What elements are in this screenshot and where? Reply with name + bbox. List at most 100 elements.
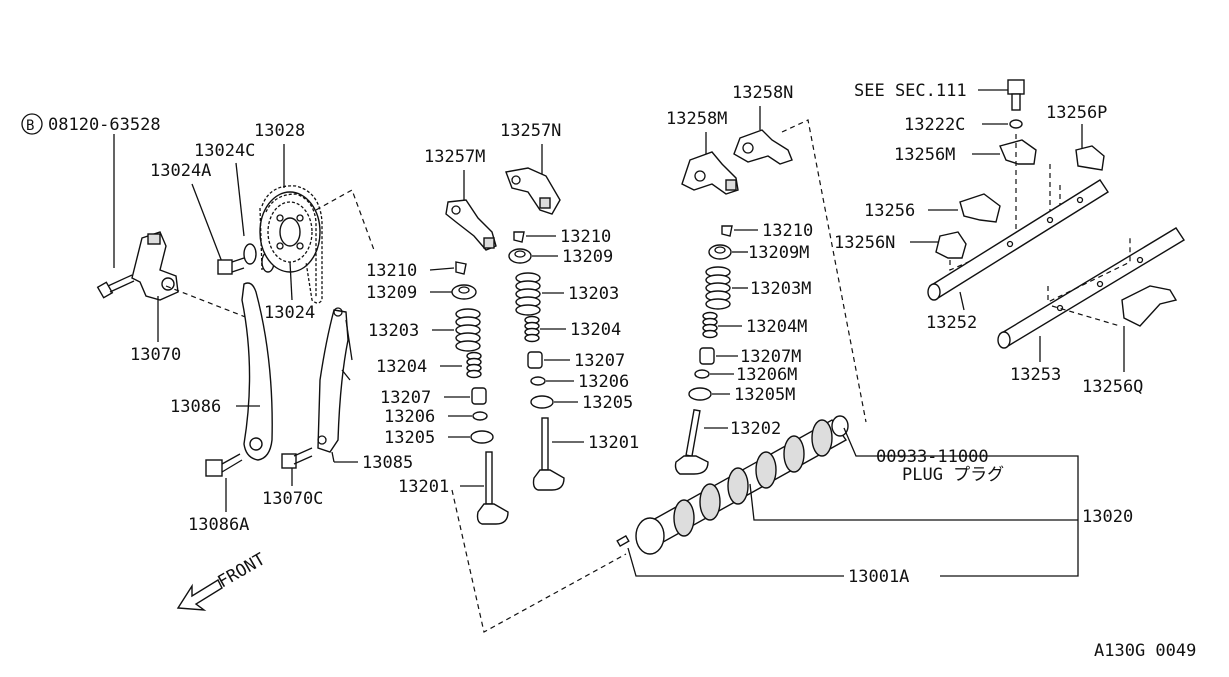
label-13086A[interactable]: 13086A xyxy=(188,515,249,535)
label-13258N[interactable]: 13258N xyxy=(732,83,793,103)
spring-seat-13205-a xyxy=(470,430,494,444)
bolt-13086A xyxy=(205,453,243,477)
label-13001A[interactable]: 13001A xyxy=(848,567,909,587)
label-13253[interactable]: 13253 xyxy=(1010,365,1061,385)
label-13204M[interactable]: 13204M xyxy=(746,317,807,337)
label-13256P[interactable]: 13256P xyxy=(1046,103,1107,123)
bolt-08120-63528 xyxy=(96,274,135,299)
spring-seat-13206-b xyxy=(530,376,546,386)
spring-seat-13206-a xyxy=(472,411,488,421)
label-see-sec-111[interactable]: SEE SEC.111 xyxy=(854,81,967,101)
rocker-shaft-13252 xyxy=(927,179,1109,301)
spring-seat-13206M xyxy=(694,369,710,379)
label-13252[interactable]: 13252 xyxy=(926,313,977,333)
label-13210-b[interactable]: 13210 xyxy=(560,227,611,247)
rocker-shaft-group: SEE SEC.111 13222C 13256P 13256M 13256 1… xyxy=(834,79,1185,397)
label-13257N[interactable]: 13257N xyxy=(500,121,561,141)
front-arrow-icon xyxy=(176,579,223,611)
label-front: FRONT xyxy=(215,549,269,592)
valve-stack-left: 13257M 13210 13209 13203 13204 xyxy=(366,147,509,525)
valve-spring-13203-b xyxy=(515,272,541,316)
label-13257M[interactable]: 13257M xyxy=(424,147,485,167)
rocker-arm-13258N xyxy=(733,129,793,165)
sprocket-bolt-13024A xyxy=(217,257,245,275)
valve-spring-inner-13204-b xyxy=(524,315,540,343)
label-13201-b[interactable]: 13201 xyxy=(588,433,639,453)
rocker-shaft-13253 xyxy=(997,227,1185,349)
chain-tensioner-13070 xyxy=(131,231,179,301)
label-13028[interactable]: 13028 xyxy=(254,121,305,141)
label-13258M[interactable]: 13258M xyxy=(666,109,727,129)
label-13207-a[interactable]: 13207 xyxy=(380,388,431,408)
valve-seal-13207M xyxy=(699,347,715,365)
timing-chain xyxy=(261,185,323,304)
drawing-code: A130G 0049 xyxy=(1094,641,1196,661)
label-13020[interactable]: 13020 xyxy=(1082,507,1133,527)
timing-chain-group: B 08120-63528 13070 13024A 13024C xyxy=(21,113,413,535)
valve-13201-b xyxy=(532,417,565,491)
label-13202[interactable]: 13202 xyxy=(730,419,781,439)
spring-retainer-13209M xyxy=(708,244,732,260)
label-13070C[interactable]: 13070C xyxy=(262,489,323,509)
label-13203-b[interactable]: 13203 xyxy=(568,284,619,304)
label-13206M[interactable]: 13206M xyxy=(736,365,797,385)
label-13205-a[interactable]: 13205 xyxy=(384,428,435,448)
label-13205M[interactable]: 13205M xyxy=(734,385,795,405)
label-13204-a[interactable]: 13204 xyxy=(376,357,427,377)
camshaft-13020 xyxy=(635,419,848,555)
label-08120-63528[interactable]: 08120-63528 xyxy=(48,115,161,135)
valve-spring-13203-a xyxy=(455,308,481,352)
label-13209-b[interactable]: 13209 xyxy=(562,247,613,267)
valve-collet-13210-a xyxy=(455,261,467,275)
label-13206-b[interactable]: 13206 xyxy=(578,372,629,392)
label-13256M[interactable]: 13256M xyxy=(894,145,955,165)
bolt-prefix-symbol: B xyxy=(26,118,34,134)
label-13086[interactable]: 13086 xyxy=(170,397,221,417)
valve-spring-13203M xyxy=(705,266,731,310)
rocker-arm-13256N xyxy=(935,231,967,259)
label-13203-a[interactable]: 13203 xyxy=(368,321,419,341)
label-13024A[interactable]: 13024A xyxy=(150,161,211,181)
label-13222C[interactable]: 13222C xyxy=(904,115,965,135)
valve-13202 xyxy=(674,409,709,475)
valve-spring-inner-13204M xyxy=(702,311,718,339)
chain-guide-13085 xyxy=(317,307,353,453)
spring-retainer-13209-b xyxy=(508,248,532,264)
label-13203M[interactable]: 13203M xyxy=(750,279,811,299)
camshaft-group: 00933-11000 PLUG プラグ 13020 13001A xyxy=(451,415,1133,633)
valve-stack-middle: 13257N 13210 13209 13203 xyxy=(500,121,639,491)
washer-13222C xyxy=(1009,119,1023,129)
label-13210-a[interactable]: 13210 xyxy=(366,261,417,281)
label-13024[interactable]: 13024 xyxy=(264,303,315,323)
bolt-prefix-circle-icon xyxy=(21,113,43,135)
chain-guide-13086 xyxy=(241,282,273,461)
label-13207M[interactable]: 13207M xyxy=(740,347,801,367)
label-13205-b[interactable]: 13205 xyxy=(582,393,633,413)
label-13206-a[interactable]: 13206 xyxy=(384,407,435,427)
rocker-arm-13256P xyxy=(1075,145,1105,171)
label-13256Q[interactable]: 13256Q xyxy=(1082,377,1143,397)
label-13201-a[interactable]: 13201 xyxy=(398,477,449,497)
label-13070[interactable]: 13070 xyxy=(130,345,181,365)
rocker-arm-13257M xyxy=(445,199,497,251)
label-13085[interactable]: 13085 xyxy=(362,453,413,473)
knock-pin-13001A xyxy=(616,534,630,548)
valve-seal-13207-b xyxy=(527,351,543,369)
rocker-arm-13257N xyxy=(505,167,561,215)
label-13209-a[interactable]: 13209 xyxy=(366,283,417,303)
label-13256N[interactable]: 13256N xyxy=(834,233,895,253)
label-13210-c[interactable]: 13210 xyxy=(762,221,813,241)
label-13209M[interactable]: 13209M xyxy=(748,243,809,263)
label-13207-b[interactable]: 13207 xyxy=(574,351,625,371)
spring-seat-13205M xyxy=(688,387,712,401)
valve-13201-a xyxy=(476,451,509,525)
label-13204-b[interactable]: 13204 xyxy=(570,320,621,340)
rocker-arm-13256 xyxy=(959,193,1001,223)
label-13256[interactable]: 13256 xyxy=(864,201,915,221)
label-13024C[interactable]: 13024C xyxy=(194,141,255,161)
plug-00933-11000 xyxy=(831,415,849,437)
valve-collet-13210-b xyxy=(513,231,525,243)
label-plug[interactable]: PLUG プラグ xyxy=(902,465,1004,485)
label-00933-11000[interactable]: 00933-11000 xyxy=(876,447,989,467)
